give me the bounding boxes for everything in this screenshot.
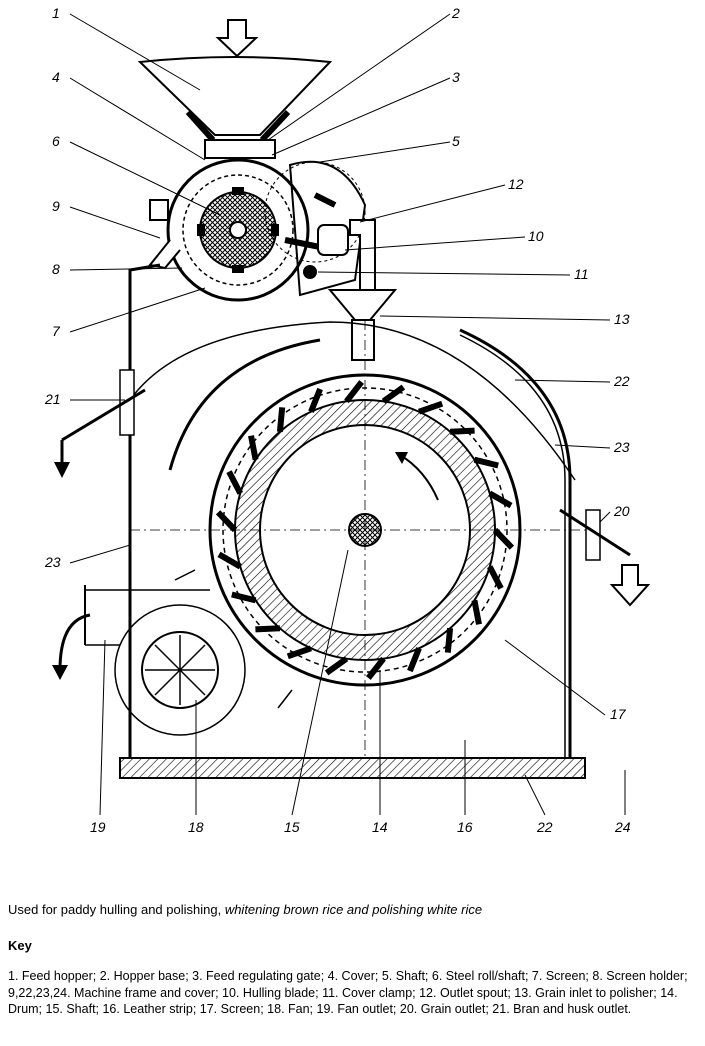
leather-strip	[418, 400, 444, 415]
leather-strip	[366, 656, 386, 680]
leather-strip	[488, 490, 513, 509]
label-20: 20	[613, 503, 630, 519]
leather-strip	[217, 551, 242, 570]
leather-strip	[492, 527, 515, 550]
leather-strip	[473, 456, 499, 469]
label-19: 19	[90, 819, 106, 835]
leather-strip	[308, 387, 323, 413]
leather-strip	[226, 470, 243, 495]
leather-strip	[324, 656, 349, 676]
leather-strip	[381, 384, 406, 404]
feed-hopper	[137, 56, 333, 143]
machine-frame	[84, 263, 576, 758]
leather-strip	[231, 591, 257, 604]
label-23-right: 23	[613, 439, 630, 455]
label-24: 24	[614, 819, 631, 835]
leather-strip	[344, 380, 364, 404]
polishing-drum	[130, 320, 600, 760]
leather-strip	[444, 627, 454, 653]
label-21: 21	[44, 391, 61, 407]
label-11: 11	[574, 266, 589, 282]
leather-strip	[215, 510, 238, 533]
label-2: 2	[451, 5, 460, 21]
leather-strip	[449, 427, 475, 435]
label-9: 9	[52, 198, 60, 214]
fan	[114, 604, 246, 736]
key-title: Key	[8, 938, 32, 953]
bran-husk-outlet	[54, 369, 146, 478]
grain-outlet	[559, 508, 651, 607]
label-7: 7	[52, 323, 61, 339]
caption-part-1: Used for paddy hulling and polishing,	[8, 902, 225, 917]
rice-mill-diagram: 1 2 3 4 5 6 9 12 10 8 11 7 13 21 22 23 2…	[44, 5, 651, 835]
label-8: 8	[52, 261, 60, 277]
label-3: 3	[452, 69, 460, 85]
fan-outlet	[52, 613, 91, 680]
label-22-top: 22	[613, 373, 630, 389]
leader-lines	[69, 13, 626, 816]
label-14: 14	[372, 819, 388, 835]
label-16: 16	[457, 819, 473, 835]
key-text: 1. Feed hopper; 2. Hopper base; 3. Feed …	[8, 969, 688, 1016]
label-18: 18	[188, 819, 204, 835]
label-13: 13	[614, 311, 630, 327]
hulling-unit	[148, 158, 376, 302]
feed-arrow-icon	[215, 19, 259, 58]
label-1: 1	[52, 5, 60, 21]
label-12: 12	[508, 176, 524, 192]
figure-caption: Used for paddy hulling and polishing, wh…	[8, 902, 698, 918]
leather-strips	[215, 380, 515, 680]
hopper-base	[204, 139, 276, 159]
leather-strip	[407, 647, 422, 673]
caption-part-2: whitening brown rice and polishing white…	[224, 902, 483, 917]
label-10: 10	[528, 228, 544, 244]
leather-strip	[487, 565, 504, 590]
label-23-left: 23	[44, 554, 61, 570]
leather-strip	[286, 645, 312, 660]
label-17: 17	[610, 706, 627, 722]
label-6: 6	[52, 133, 60, 149]
polisher-inlet	[327, 289, 398, 361]
leather-strip	[255, 625, 281, 633]
label-15: 15	[284, 819, 300, 835]
label-4: 4	[52, 69, 60, 85]
base-plate	[119, 757, 586, 779]
label-22-bottom: 22	[536, 819, 553, 835]
label-5: 5	[452, 133, 460, 149]
leather-strip	[276, 407, 286, 433]
leather-strip	[471, 599, 482, 625]
leather-strip	[248, 435, 259, 461]
